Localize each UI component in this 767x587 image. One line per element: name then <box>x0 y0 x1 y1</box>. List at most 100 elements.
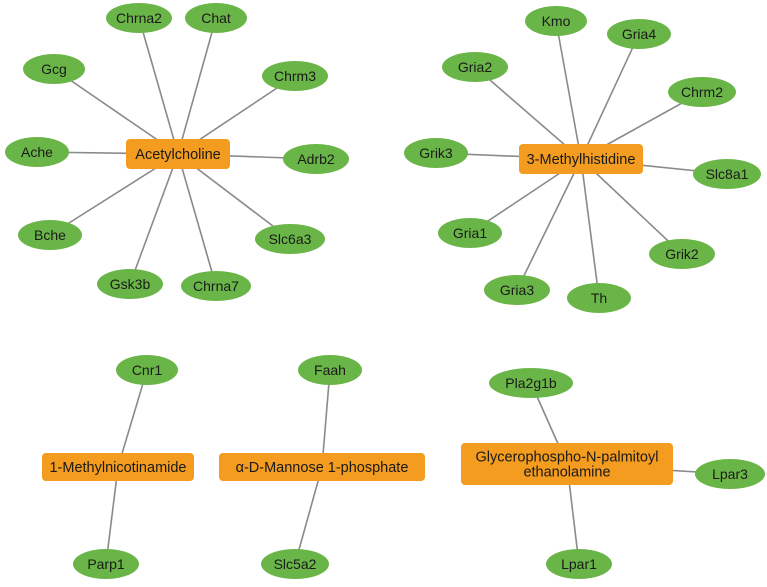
gene-label: Chrm3 <box>274 68 316 84</box>
edge-3-methylhistidine-gria2 <box>474 66 582 160</box>
gene-node-faah: Faah <box>298 355 362 385</box>
gene-label: Chrm2 <box>681 84 723 100</box>
gene-node-gsk3b: Gsk3b <box>97 269 163 299</box>
gene-label: Pla2g1b <box>505 375 557 391</box>
edge-acetylcholine-gsk3b <box>129 153 179 285</box>
gene-node-th: Th <box>567 283 631 313</box>
gene-node-ache: Ache <box>5 137 69 167</box>
gene-node-shape <box>73 549 139 579</box>
gene-label: Chrna2 <box>116 10 162 26</box>
gene-label: Kmo <box>542 13 571 29</box>
gene-node-shape <box>404 138 468 168</box>
metabolite-label: 1-Methylnicotinamide <box>49 460 186 476</box>
gene-node-shape <box>185 3 247 33</box>
gene-node-shape <box>5 137 69 167</box>
gene-label: Slc8a1 <box>706 166 749 182</box>
edge-acetylcholine-chrna7 <box>177 153 217 287</box>
metabolite-node-d-mannose-1-phosphate: α-D-Mannose 1-phosphate <box>219 453 425 481</box>
gene-node-grik2: Grik2 <box>649 239 715 269</box>
gene-label: Th <box>591 290 607 306</box>
edge-3-methylhistidine-kmo <box>555 20 582 160</box>
gene-node-shape <box>442 52 508 82</box>
edge-3-methylhistidine-th <box>580 158 600 299</box>
metabolite-node-shape <box>219 453 425 481</box>
edge-3-methylhistidine-grik2 <box>580 158 683 255</box>
gene-label: Faah <box>314 362 346 378</box>
gene-node-bche: Bche <box>18 220 82 250</box>
gene-node-gria3: Gria3 <box>484 275 550 305</box>
metabolite-node-shape <box>461 443 673 485</box>
gene-label: Gria1 <box>453 225 487 241</box>
gene-node-slc5a2: Slc5a2 <box>261 549 329 579</box>
gene-label: Gcg <box>41 61 67 77</box>
gene-node-chrna2: Chrna2 <box>106 3 172 33</box>
gene-node-slc6a3: Slc6a3 <box>255 224 325 254</box>
gene-node-shape <box>298 355 362 385</box>
metabolite-label: ethanolamine <box>523 465 610 481</box>
gene-label: Parp1 <box>87 556 125 572</box>
metabolite-label: Acetylcholine <box>135 147 220 163</box>
edge-d-mannose-1-phosphat-faah <box>321 369 331 468</box>
gene-node-lpar3: Lpar3 <box>695 459 765 489</box>
metabolite-node-3-methylhistidine: 3-Methylhistidine <box>519 144 643 174</box>
gene-node-shape <box>283 144 349 174</box>
metabolite-node-shape <box>42 453 194 481</box>
metabolite-node-1-methylnicotinamide: 1-Methylnicotinamide <box>42 453 194 481</box>
gene-node-gria2: Gria2 <box>442 52 508 82</box>
gene-label: Slc6a3 <box>269 231 312 247</box>
gene-label: Gria2 <box>458 59 492 75</box>
gene-node-shape <box>668 77 736 107</box>
edge-acetylcholine-chat <box>177 17 217 155</box>
gene-node-shape <box>262 61 328 91</box>
metabolite-node-shape <box>126 139 230 169</box>
metabolite-label: 3-Methylhistidine <box>527 152 636 168</box>
gene-label: Chat <box>201 10 231 26</box>
gene-node-shape <box>116 355 178 385</box>
gene-label: Gria4 <box>622 26 656 42</box>
edge-3-methylhistidine-gria3 <box>516 158 582 291</box>
gene-node-gria4: Gria4 <box>607 19 671 49</box>
gene-node-grik3: Grik3 <box>404 138 468 168</box>
gene-node-shape <box>438 218 502 248</box>
gene-node-shape <box>525 6 587 36</box>
gene-node-shape <box>255 224 325 254</box>
edge-d-mannose-1-phosphat-slc5a2 <box>294 466 323 565</box>
gene-node-shape <box>546 549 612 579</box>
gene-label: Cnr1 <box>132 362 163 378</box>
gene-node-shape <box>181 271 251 301</box>
gene-node-slc8a1: Slc8a1 <box>693 159 761 189</box>
gene-node-shape <box>106 3 172 33</box>
gene-node-lpar1: Lpar1 <box>546 549 612 579</box>
gene-node-gcg: Gcg <box>23 54 85 84</box>
gene-label: Gria3 <box>500 282 534 298</box>
metabolite-label: α-D-Mannose 1-phosphate <box>236 460 409 476</box>
metabolite-label: Glycerophospho-N-palmitoyl <box>476 450 659 466</box>
gene-node-shape <box>693 159 761 189</box>
gene-node-shape <box>23 54 85 84</box>
gene-node-chrna7: Chrna7 <box>181 271 251 301</box>
gene-node-gria1: Gria1 <box>438 218 502 248</box>
gene-label: Ache <box>21 144 53 160</box>
gene-node-chat: Chat <box>185 3 247 33</box>
gene-node-shape <box>97 269 163 299</box>
gene-node-cnr1: Cnr1 <box>116 355 178 385</box>
gene-label: Chrna7 <box>193 278 239 294</box>
gene-node-parp1: Parp1 <box>73 549 139 579</box>
gene-node-pla2g1b: Pla2g1b <box>489 368 573 398</box>
gene-label: Bche <box>34 227 66 243</box>
gene-node-shape <box>489 368 573 398</box>
gene-node-shape <box>18 220 82 250</box>
gene-label: Gsk3b <box>110 276 151 292</box>
gene-node-shape <box>649 239 715 269</box>
gene-node-chrm3: Chrm3 <box>262 61 328 91</box>
gene-node-chrm2: Chrm2 <box>668 77 736 107</box>
gene-label: Grik2 <box>665 246 699 262</box>
gene-node-adrb2: Adrb2 <box>283 144 349 174</box>
edge-1-methylnicotinamide-parp1 <box>105 466 119 565</box>
gene-node-shape <box>261 549 329 579</box>
gene-node-shape <box>695 459 765 489</box>
gene-label: Adrb2 <box>297 151 335 167</box>
gene-node-shape <box>567 283 631 313</box>
gene-node-shape <box>607 19 671 49</box>
